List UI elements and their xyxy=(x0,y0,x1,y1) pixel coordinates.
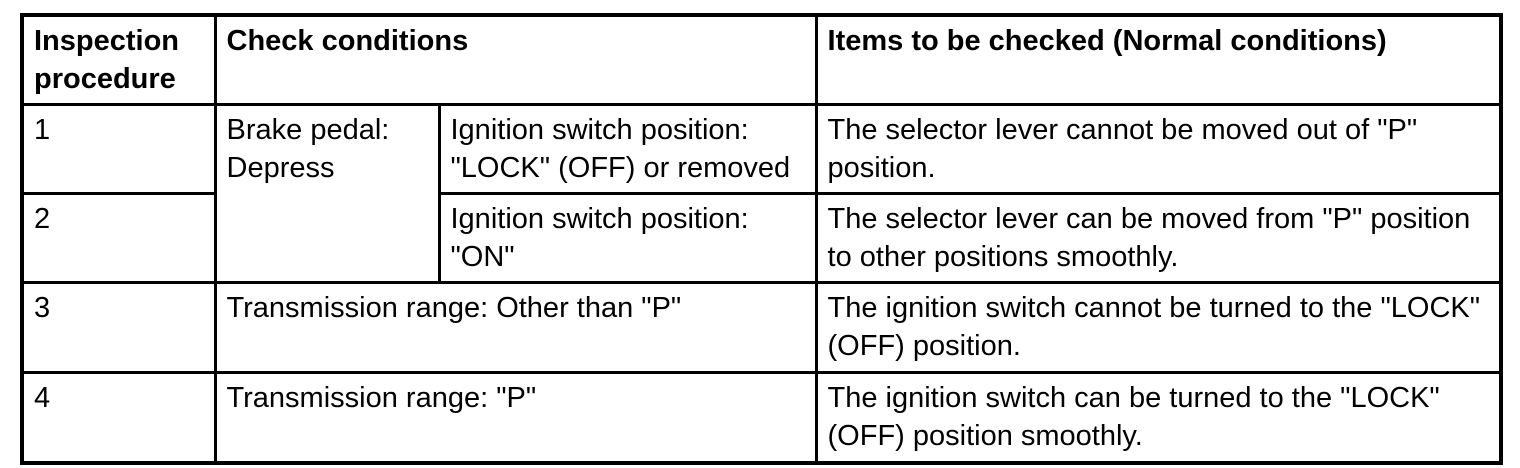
cell-procedure-number: 1 xyxy=(20,103,217,195)
cell-check-condition-brake-pedal: Brake pedal: Depress xyxy=(213,103,441,284)
cell-procedure-number: 3 xyxy=(20,281,217,374)
cell-check-condition-transmission-other: Transmission range: Other than "P" xyxy=(213,281,818,374)
cell-procedure-number: 4 xyxy=(20,371,217,464)
inspection-procedure-table: Inspection procedure Check conditions It… xyxy=(20,13,1504,465)
cell-check-condition-transmission-p: Transmission range: "P" xyxy=(213,371,818,464)
cell-procedure-number: 2 xyxy=(20,192,217,284)
header-check-conditions: Check conditions xyxy=(213,13,818,106)
table-header-row: Inspection procedure Check conditions It… xyxy=(20,13,1503,106)
cell-normal-condition: The ignition switch can be turned to the… xyxy=(814,371,1503,464)
cell-normal-condition: The ignition switch cannot be turned to … xyxy=(814,281,1503,374)
cell-normal-condition: The selector lever can be moved from "P"… xyxy=(814,192,1503,284)
table-row: 3 Transmission range: Other than "P" The… xyxy=(20,281,1503,374)
table-row: 4 Transmission range: "P" The ignition s… xyxy=(20,371,1503,464)
table-row: 1 Brake pedal: Depress Ignition switch p… xyxy=(20,103,1503,284)
cell-check-condition-ignition-lock: Ignition switch position: "LOCK" (OFF) o… xyxy=(437,103,818,195)
cell-normal-condition: The selector lever cannot be moved out o… xyxy=(814,103,1503,195)
header-items-to-be-checked: Items to be checked (Normal conditions) xyxy=(814,13,1503,106)
header-inspection-procedure: Inspection procedure xyxy=(20,13,217,106)
table-row: 2 Ignition switch position: "ON" The sel… xyxy=(20,192,1503,284)
cell-check-condition-ignition-on: Ignition switch position: "ON" xyxy=(437,192,818,284)
